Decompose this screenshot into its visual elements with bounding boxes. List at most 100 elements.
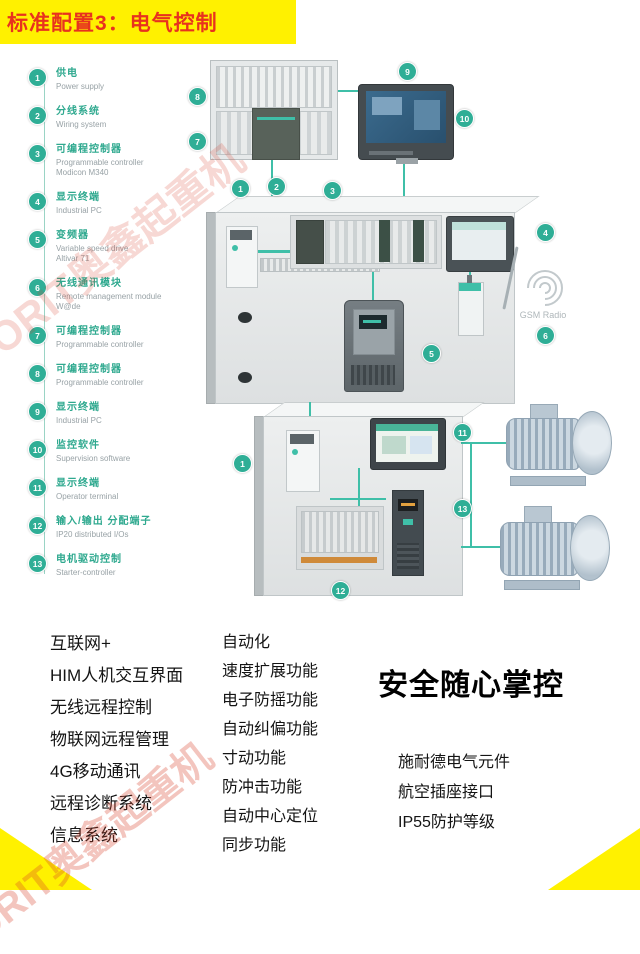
legend-label-en: Starter-controller: [56, 568, 116, 577]
connection-line: [330, 498, 386, 500]
motor-base: [504, 580, 580, 590]
legend-number-badge: 11: [28, 478, 47, 497]
legend-item: 5 变频器 Variable speed drive Altivar 71: [28, 230, 204, 264]
legend-label-en: Industrial PC: [56, 416, 102, 425]
legend-number-badge: 8: [28, 364, 47, 383]
legend-number-badge: 7: [28, 326, 47, 345]
legend-label-zh: 输入/输出 分配端子: [56, 516, 152, 527]
page-header: 标准配置3：电气控制: [0, 0, 296, 44]
variable-speed-drive: [344, 300, 404, 392]
feature-item: 自动化: [222, 634, 271, 651]
connection-line: [336, 90, 358, 92]
industrial-pc: [358, 84, 454, 160]
connection-line: [358, 468, 360, 512]
starter-button: [403, 519, 413, 525]
starter-controller: [392, 490, 424, 576]
motor-end-cap: [570, 515, 610, 581]
motor-2: [500, 502, 614, 590]
drive-display-text-line: [363, 320, 381, 323]
motor-base: [510, 476, 586, 486]
legend-label-zh: 分线系统: [56, 106, 100, 117]
gsm-radio-label: GSM Radio: [519, 310, 567, 320]
gsm-waves-icon: [527, 270, 563, 306]
feature-item: 寸动功能: [222, 750, 287, 767]
monitor-screen: [366, 91, 446, 143]
screen-window-2: [414, 100, 440, 130]
legend-label-en: Variable speed drive Altivar 71: [56, 244, 129, 263]
legend-label-en: Power supply: [56, 82, 105, 91]
io-module-dark-2: [413, 220, 424, 262]
connection-line: [309, 402, 311, 416]
feature-item: 防冲击功能: [222, 779, 303, 796]
legend-connector-line: [44, 76, 45, 574]
legend-label-en: Programmable controller: [56, 340, 144, 349]
connection-line: [461, 442, 507, 444]
io-module-dark-1: [379, 220, 390, 262]
cable-gland: [238, 312, 252, 323]
legend-number-badge: 2: [28, 106, 47, 125]
diagram-marker: 3: [323, 181, 342, 200]
legend-label-en: Supervision software: [56, 454, 131, 463]
legend-label-zh: 显示终端: [56, 478, 100, 489]
drive-display: [359, 315, 387, 329]
diagram-marker: 5: [422, 344, 441, 363]
feature-item: HIM人机交互界面: [50, 666, 184, 685]
starter-display-digits: [401, 503, 415, 506]
legend-label-zh: 变频器: [56, 230, 89, 241]
feature-item: 物联网远程管理: [50, 730, 169, 749]
rack-modules-upper: [216, 66, 332, 108]
io-terminal-orange-strip: [301, 557, 377, 563]
motor-fins: [506, 418, 580, 470]
connection-line: [470, 442, 472, 546]
legend-item: 7 可编程控制器 Programmable controller: [28, 326, 204, 350]
diagram-marker: 6: [536, 326, 555, 345]
legend-label-zh: 可编程控制器: [56, 326, 122, 337]
legend-label-zh: 可编程控制器: [56, 144, 122, 155]
hmi-panel: [370, 418, 446, 470]
legend-label-zh: 供电: [56, 68, 78, 79]
legend-label-en: Remote management module W@de: [56, 292, 162, 311]
feature-item: 自动中心定位: [222, 808, 319, 825]
system-diagram: GSM Radio: [0, 50, 640, 628]
diagram-marker: 9: [398, 62, 417, 81]
feature-item: 自动纠偏功能: [222, 721, 319, 738]
feature-item: 施耐德电气元件: [398, 754, 511, 771]
legend-label-zh: 显示终端: [56, 192, 100, 203]
page-title: 标准配置3：电气控制: [7, 12, 218, 35]
motor-end-cap: [572, 411, 612, 475]
connection-line: [372, 253, 374, 300]
drive-heatsink: [351, 365, 395, 385]
power-supply-unit-bottom: [286, 430, 320, 492]
power-supply-unit-mid: [226, 226, 258, 288]
cpu-module: [296, 220, 324, 264]
cable-gland: [238, 372, 252, 383]
power-supply-led: [232, 245, 238, 251]
features-automation-column: 自动化 速度扩展功能 电子防摇功能 自动纠偏功能 寸动功能 防冲击功能 自动中心…: [222, 628, 318, 860]
starter-vents: [397, 543, 419, 569]
io-terminal-block: [296, 506, 384, 570]
diagram-marker: 2: [267, 177, 286, 196]
legend-label-zh: 监控软件: [56, 440, 100, 451]
legend-number-badge: 5: [28, 230, 47, 249]
power-supply-vent: [230, 230, 252, 240]
motor-fins: [500, 522, 578, 576]
legend-number-badge: 12: [28, 516, 47, 535]
feature-item: 互联网+: [50, 634, 111, 653]
legend-label-zh: 可编程控制器: [56, 364, 122, 375]
hmi-screen: [376, 424, 438, 462]
legend-number-badge: 6: [28, 278, 47, 297]
plc-rack-mid: [290, 215, 442, 269]
legend-label-en: Programmable controller Modicon M340: [56, 158, 144, 177]
monitor-button-bar: [369, 151, 413, 155]
feature-item: 速度扩展功能: [222, 663, 319, 680]
antenna-connector: [467, 275, 472, 283]
legend-label-en: Industrial PC: [56, 206, 102, 215]
